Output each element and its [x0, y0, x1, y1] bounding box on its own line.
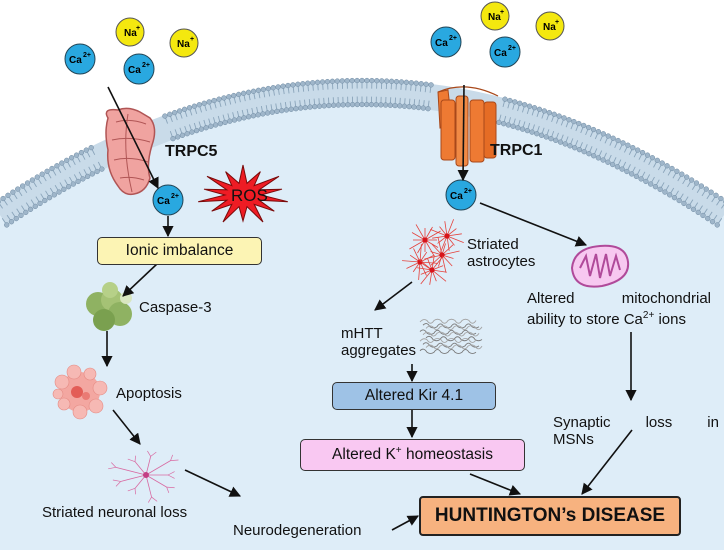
huntingtons-disease-label: HUNTINGTON’s DISEASE [434, 505, 666, 526]
neurodegeneration-label: Neurodegeneration [233, 522, 362, 539]
svg-text:+: + [500, 9, 504, 16]
svg-text:Ca: Ca [157, 196, 170, 207]
arrow-ca-influx-trpc1 [457, 84, 469, 182]
astrocytes-line1: Striated [467, 236, 519, 253]
trpc1-label: TRPC1 [490, 142, 543, 159]
trpc1-channel-icon [437, 86, 499, 167]
kir-label: Altered Kir 4.1 [364, 387, 464, 404]
huntingtons-disease-box: HUNTINGTON’s DISEASE [419, 496, 681, 536]
svg-text:2+: 2+ [142, 62, 150, 69]
k-homeostasis-label: Altered K+ homeostasis [332, 445, 493, 464]
ion-ca-right: Ca 2+ [430, 26, 462, 58]
ionic-imbalance-box: Ionic imbalance [97, 237, 262, 265]
ion-na-left-2: Na + [169, 28, 199, 58]
arrow-synaptic-to-disease [581, 429, 633, 495]
ion-ca-right-2: Ca 2+ [489, 36, 521, 68]
caspase-label: Caspase-3 [139, 299, 212, 316]
arrow-ca-to-mitochondria [479, 202, 588, 247]
astrocytes-line2: astrocytes [467, 253, 536, 270]
ion-ca-trpc1: Ca 2+ [445, 179, 477, 211]
svg-text:Na: Na [177, 39, 190, 50]
svg-text:2+: 2+ [464, 188, 472, 195]
k-homeostasis-box: Altered K+ homeostasis [300, 439, 525, 471]
mhtt-line1: mHTT [341, 325, 383, 342]
svg-text:Ca: Ca [435, 38, 448, 49]
arrow-ca-influx-trpc5 [107, 86, 159, 190]
ion-na-right-2: Na + [535, 11, 565, 41]
mitochondria-icon [570, 244, 630, 288]
ion-na-right: Na + [480, 1, 510, 31]
svg-text:Ca: Ca [128, 65, 141, 76]
neuron-icon [108, 450, 179, 503]
trpc5-label: TRPC5 [165, 143, 218, 160]
ion-ca-trpc5: Ca 2+ [152, 184, 184, 216]
arrow-k-to-disease [469, 473, 522, 496]
svg-text:Ca: Ca [450, 191, 463, 202]
astrocyte-icon [402, 219, 464, 285]
arrow-apoptosis-to-neuron [112, 409, 141, 445]
svg-text:Na: Na [124, 28, 137, 39]
mhtt-line2: aggregates [341, 342, 417, 359]
svg-text:Na: Na [488, 12, 501, 23]
mhtt-label: mHTT aggregates [341, 325, 416, 359]
ion-ca-left: Ca 2+ [64, 43, 96, 75]
svg-text:Na: Na [543, 22, 556, 33]
ros-label: ROS [231, 186, 268, 205]
ionic-imbalance-label: Ionic imbalance [125, 242, 234, 259]
ion-na-left: Na + [115, 17, 145, 47]
arrow-neuron-to-neurodegeneration [184, 469, 242, 497]
kir-box: Altered Kir 4.1 [332, 382, 496, 410]
svg-text:2+: 2+ [83, 52, 91, 59]
svg-text:+: + [555, 19, 559, 26]
arrow-neurodegeneration-to-disease [391, 515, 419, 531]
apoptosis-cell-icon [52, 364, 108, 420]
mitochondria-line2: ability to store Ca2+ ions [527, 310, 686, 328]
mhtt-aggregate-icon [419, 318, 483, 354]
neuronal-loss-label: Striated neuronal loss [42, 504, 188, 521]
svg-text:+: + [136, 25, 140, 32]
cell-membrane [0, 77, 724, 228]
apoptosis-label: Apoptosis [116, 385, 182, 402]
svg-text:2+: 2+ [508, 45, 516, 52]
ion-ca-left-2: Ca 2+ [123, 53, 155, 85]
svg-text:2+: 2+ [171, 193, 179, 200]
arrow-astrocytes-to-mhtt [374, 281, 413, 311]
astrocytes-label: Striated astrocytes [467, 236, 535, 270]
ros-burst-icon [198, 164, 288, 223]
svg-text:Ca: Ca [494, 48, 507, 59]
svg-text:Ca: Ca [69, 55, 82, 66]
arrow-ionic-to-caspase [122, 262, 159, 297]
svg-text:+: + [190, 36, 194, 43]
synaptic-line2: MSNs [553, 431, 594, 448]
svg-text:2+: 2+ [449, 35, 457, 42]
